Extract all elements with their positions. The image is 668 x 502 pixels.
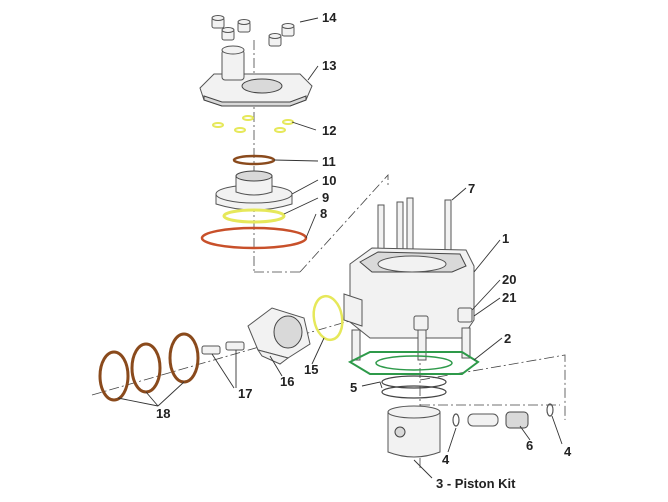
callout-labels: 14 13 12 11 10 9 8 7 1 20 21 2 5 15 16 1… [156,10,572,491]
callout-21: 21 [502,290,516,305]
callout-12: 12 [322,123,336,138]
part-20-21-nuts [413,307,473,331]
callout-6: 6 [526,438,533,453]
callout-7: 7 [468,181,475,196]
callout-20: 20 [502,272,516,287]
callout-5: 5 [350,380,357,395]
callout-9: 9 [322,190,329,205]
leader-lines [117,17,563,479]
callout-13: 13 [322,58,336,73]
callout-3-piston-kit: 3 - Piston Kit [436,476,516,491]
part-14-nuts [211,15,295,47]
callout-1: 1 [502,231,509,246]
part-18-orings [98,332,200,402]
part-3-piston [387,405,441,458]
callout-4-right: 4 [564,444,572,459]
part-1-cylinder [343,247,475,361]
part-15-oring [312,294,344,342]
callout-14: 14 [322,10,337,25]
callout-2: 2 [504,331,511,346]
callout-18: 18 [156,406,170,421]
part-17-bolts [201,341,245,355]
callout-17: 17 [238,386,252,401]
callout-16: 16 [280,374,294,389]
callout-11: 11 [322,154,336,169]
part-13-head-cover [199,45,313,107]
callout-15: 15 [304,362,318,377]
part-16-intake-manifold [247,307,311,365]
part-4-6-pin-assembly [452,403,554,429]
part-12-small-orings [212,115,294,133]
callout-8: 8 [320,206,327,221]
callout-4-left: 4 [442,452,450,467]
part-11-oring [232,154,276,166]
part-9-oring [222,208,286,224]
part-10-head-insert [215,170,293,211]
part-2-base-gasket [347,351,480,375]
part-5-piston-rings [381,375,447,399]
callout-10: 10 [322,173,336,188]
